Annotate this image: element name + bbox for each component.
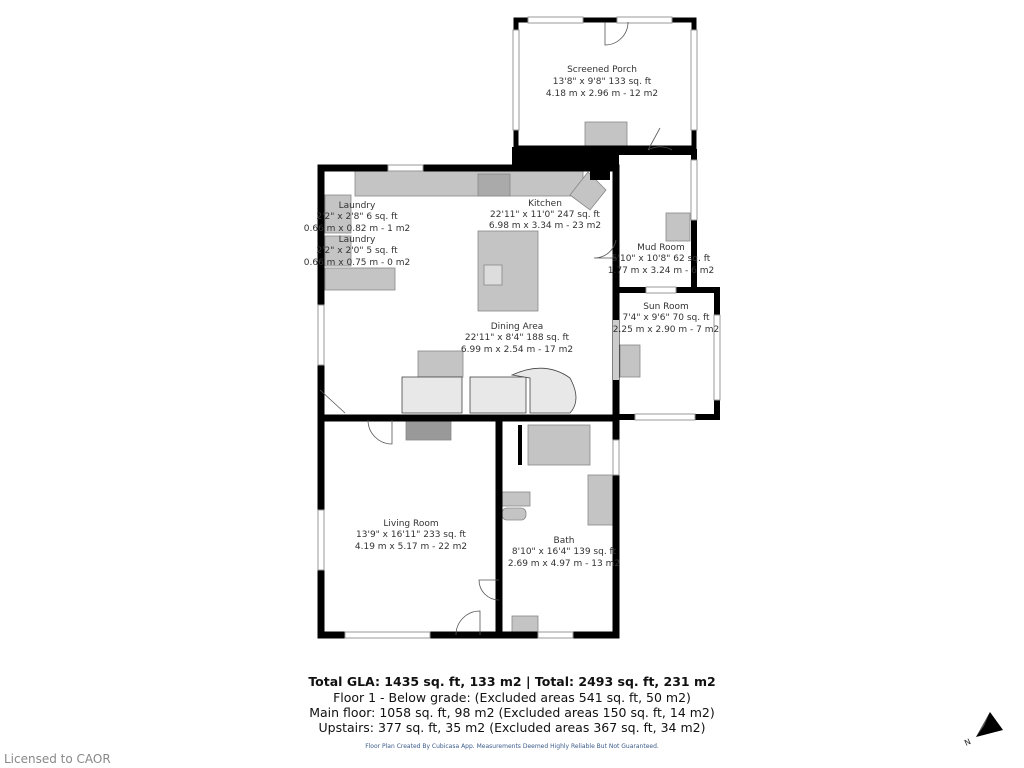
upstairs-area: Upstairs: 377 sq. ft, 35 m2 (Excluded ar… [318,720,706,735]
room-name: Living Room [383,519,438,529]
room-metric: 0.66 m x 0.75 m - 0 m2 [304,258,410,268]
room-labels: Screened Porch 13'8" x 9'8" 133 sq. ft 4… [304,65,719,569]
room-name: Kitchen [528,199,562,209]
fixtures [324,121,691,635]
main-floor-area: Main floor: 1058 sq. ft, 98 m2 (Excluded… [309,705,715,720]
room-name: Mud Room [637,243,685,253]
credit-note: Floor Plan Created By Cubicasa App. Meas… [365,743,659,750]
room-imperial: 22'11" x 11'0" 247 sq. ft [490,210,600,220]
room-imperial: 7'4" x 9'6" 70 sq. ft [622,313,709,323]
room-metric: 2.25 m x 2.90 m - 7 m2 [613,325,719,335]
door-swings [319,21,673,636]
windows [317,16,721,639]
license-watermark: Licensed to CAOR [4,752,111,766]
room-name: Laundry [339,201,376,211]
room-metric: 6.98 m x 3.34 m - 23 m2 [489,221,601,231]
room-name: Dining Area [491,322,544,332]
room-metric: 6.99 m x 2.54 m - 17 m2 [461,345,573,355]
room-imperial: 13'8" x 9'8" 133 sq. ft [553,77,652,87]
room-metric: 4.19 m x 5.17 m - 22 m2 [355,542,467,552]
room-metric: 2.69 m x 4.97 m - 13 m2 [508,559,620,569]
room-name: Bath [554,536,575,546]
compass-label: N [963,737,972,748]
room-imperial: 5'10" x 10'8" 62 sq. ft [612,254,711,264]
north-arrow-icon: N [963,712,1003,748]
room-imperial: 22'11" x 8'4" 188 sq. ft [465,333,570,343]
floor1-area: Floor 1 - Below grade: (Excluded areas 5… [333,690,691,705]
room-metric: 0.66 m x 0.82 m - 1 m2 [304,224,410,234]
stairs [401,367,577,414]
room-imperial: 2'2" x 2'8" 6 sq. ft [316,212,398,222]
room-metric: 4.18 m x 2.96 m - 12 m2 [546,89,658,99]
room-imperial: 8'10" x 16'4" 139 sq. ft [512,547,617,557]
room-metric: 1.77 m x 3.24 m - 6 m2 [608,266,714,276]
room-imperial: 13'9" x 16'11" 233 sq. ft [356,530,466,540]
total-area: Total GLA: 1435 sq. ft, 133 m2 | Total: … [308,674,716,689]
room-name: Sun Room [643,302,689,312]
room-imperial: 2'2" x 2'0" 5 sq. ft [316,246,398,256]
room-name: Laundry [339,235,376,245]
room-name: Screened Porch [567,65,637,75]
